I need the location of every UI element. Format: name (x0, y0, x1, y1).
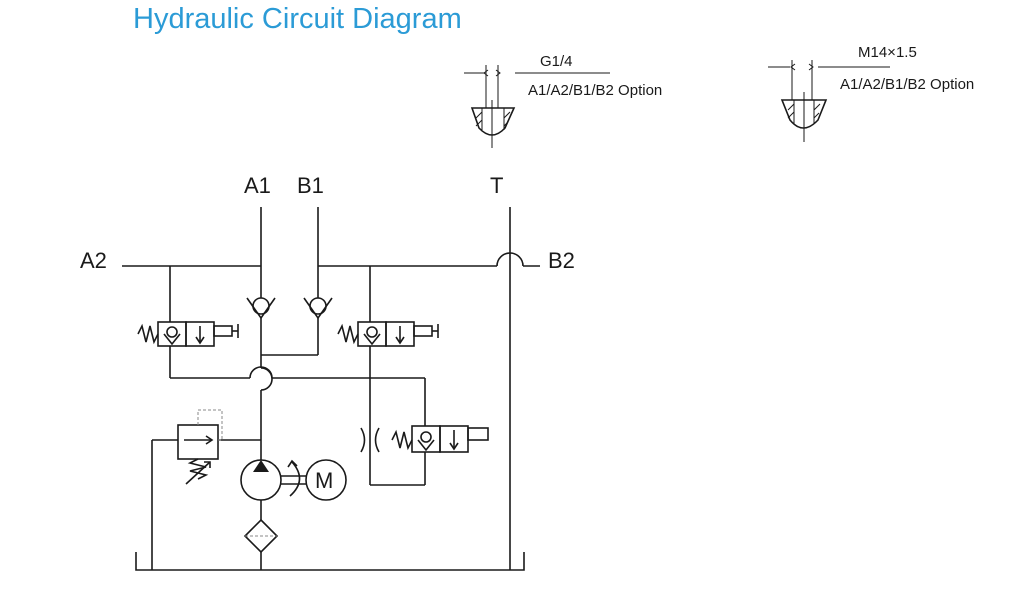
solenoid-valve-left (137, 321, 239, 347)
hydraulic-pump (240, 459, 306, 501)
suction-filter (243, 518, 279, 554)
port-detail-g14: G1/4 A1/A2/B1/B2 Option (464, 53, 662, 148)
relief-valve (177, 409, 223, 485)
solenoid-valve-lower (391, 425, 489, 453)
port-label-b2: B2 (548, 248, 575, 273)
solenoid-valve-right (337, 321, 439, 347)
page-title: Hydraulic Circuit Diagram (133, 3, 462, 35)
thread-option-note-1: A1/A2/B1/B2 Option (528, 82, 662, 99)
thread-size-label-1: G1/4 (540, 53, 573, 70)
check-valve-a1 (246, 297, 276, 320)
throttle-orifice-symbol (360, 427, 380, 453)
motor-label: M (315, 468, 333, 493)
port-label-a2: A2 (80, 248, 107, 273)
thread-size-label-2: M14×1.5 (858, 44, 917, 61)
port-label-b1: B1 (297, 173, 324, 198)
thread-option-note-2: A1/A2/B1/B2 Option (840, 76, 974, 93)
hydraulic-lines (122, 207, 540, 571)
electric-motor: M (305, 459, 347, 501)
port-detail-m14: M14×1.5 A1/A2/B1/B2 Option (768, 44, 974, 142)
port-label-a1: A1 (244, 173, 271, 198)
port-label-t: T (490, 173, 503, 198)
check-valve-b1 (303, 297, 333, 320)
